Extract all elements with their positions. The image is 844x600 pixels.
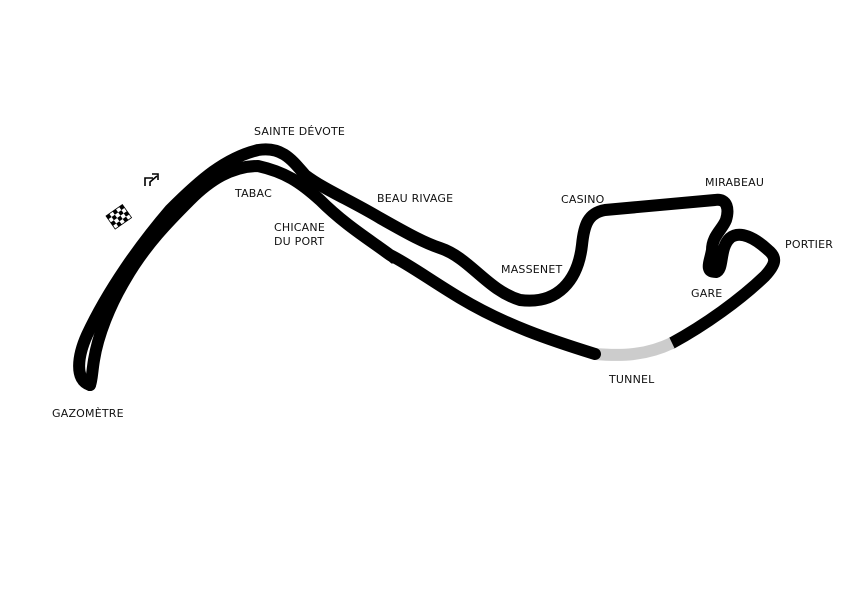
label-casino: CASINO xyxy=(561,193,605,206)
label-beau-rivage: BEAU RIVAGE xyxy=(377,192,453,205)
label-massenet: MASSENET xyxy=(501,263,563,276)
chicane-escape-road xyxy=(317,196,408,264)
direction-arrows-icon xyxy=(144,173,159,186)
label-chicane-du-port-line2: DU PORT xyxy=(274,235,324,248)
checkered-flag-icon xyxy=(105,203,133,230)
label-sainte-devote: SAINTE DÉVOTE xyxy=(254,125,345,138)
track-outline xyxy=(73,143,781,391)
label-tunnel: TUNNEL xyxy=(608,373,655,386)
label-portier: PORTIER xyxy=(785,238,833,251)
label-tabac: TABAC xyxy=(234,187,272,200)
label-gazometre: GAZOMÈTRE xyxy=(52,407,124,420)
label-chicane-du-port-line1: CHICANE xyxy=(274,221,325,234)
tunnel-section xyxy=(594,337,675,361)
label-mirabeau: MIRABEAU xyxy=(705,176,764,189)
track-return xyxy=(84,160,601,391)
label-gare: GARE xyxy=(691,287,722,300)
